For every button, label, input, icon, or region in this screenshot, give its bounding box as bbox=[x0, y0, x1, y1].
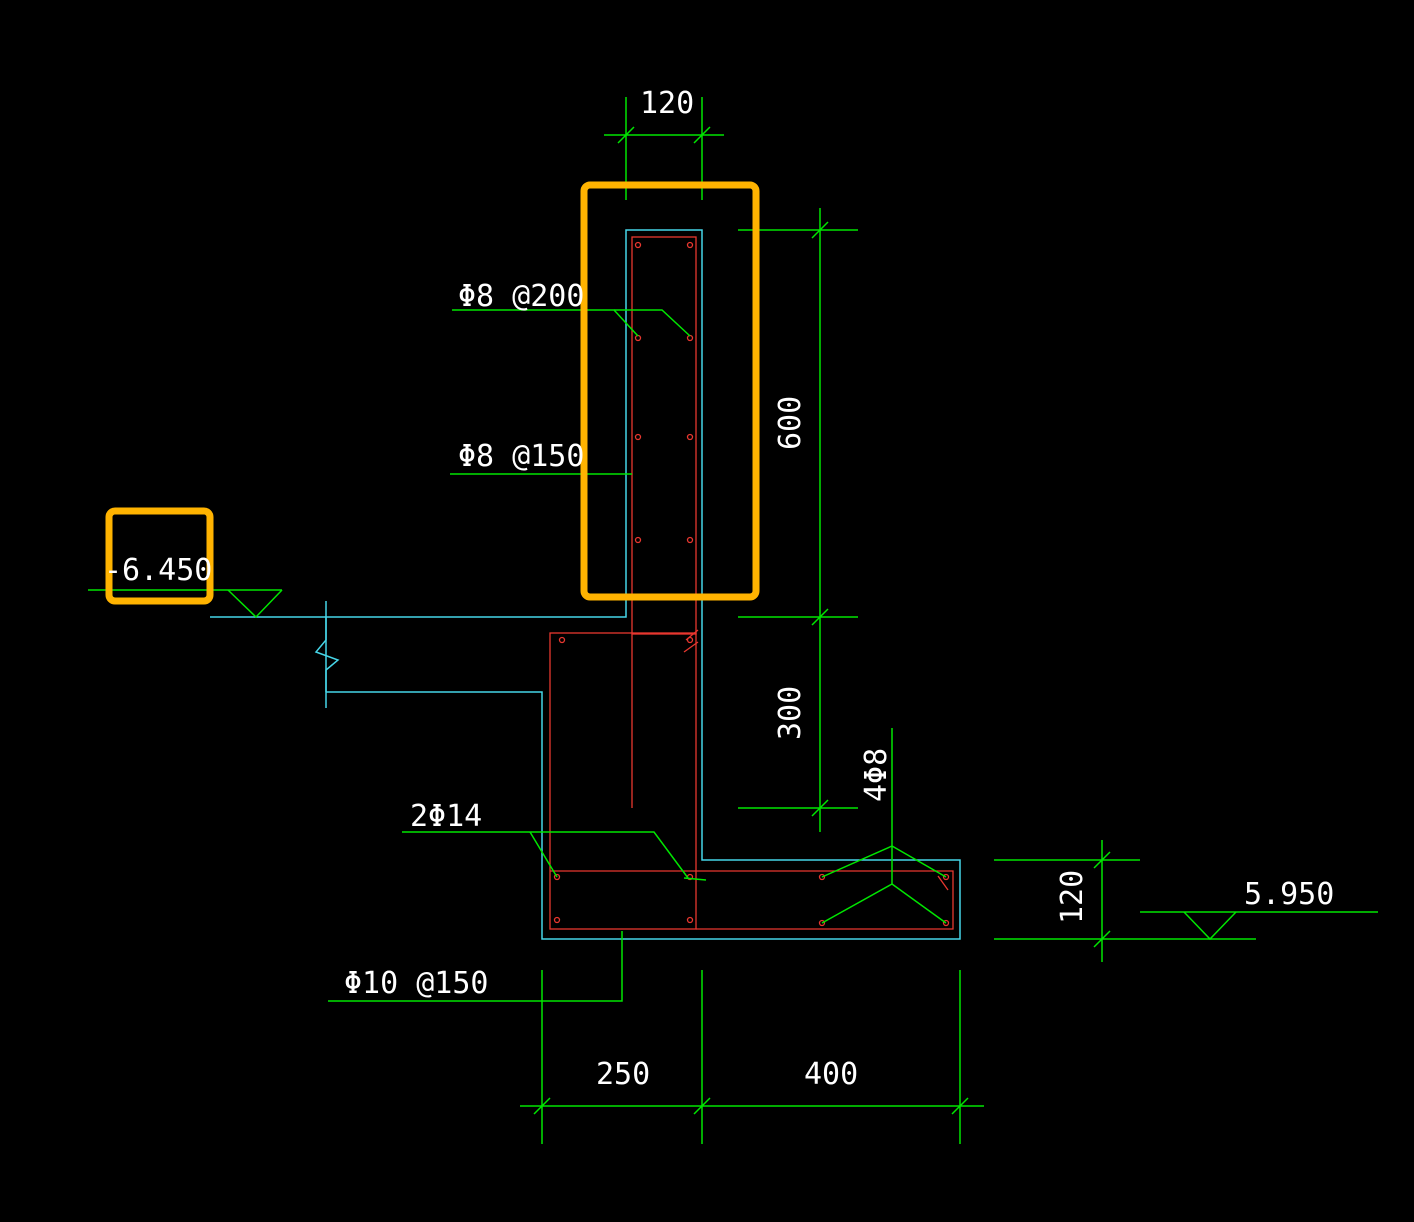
dim-slab-thickness: 120 bbox=[1055, 870, 1090, 924]
dim-left-width: 250 bbox=[596, 1057, 650, 1092]
dim-wall-upper-height: 600 bbox=[773, 396, 808, 450]
rebar-cage bbox=[549, 236, 954, 930]
elevation-marks bbox=[88, 589, 1378, 941]
elevation-right: 5.950 bbox=[1244, 877, 1334, 912]
leader-lines bbox=[328, 309, 947, 1002]
label-distribution-bars: 4Φ8 bbox=[859, 748, 894, 802]
label-stirrups: Φ10 @150 bbox=[344, 966, 489, 1001]
highlight-box-wall bbox=[580, 181, 760, 601]
dimension-lines bbox=[520, 97, 1140, 1144]
dim-right-width: 400 bbox=[804, 1057, 858, 1092]
label-longitudinal-bars: 2Φ14 bbox=[410, 799, 482, 834]
label-vertical-bars: Φ8 @150 bbox=[458, 439, 584, 474]
dim-wall-lower-height: 300 bbox=[773, 686, 808, 740]
dim-wall-thickness: 120 bbox=[640, 86, 694, 121]
rebar-dots bbox=[553, 241, 950, 927]
elevation-left: -6.450 bbox=[104, 553, 212, 588]
concrete-outline bbox=[210, 229, 961, 940]
label-top-bars: Φ8 @200 bbox=[458, 279, 584, 314]
highlight-box-elevation bbox=[105, 507, 214, 605]
